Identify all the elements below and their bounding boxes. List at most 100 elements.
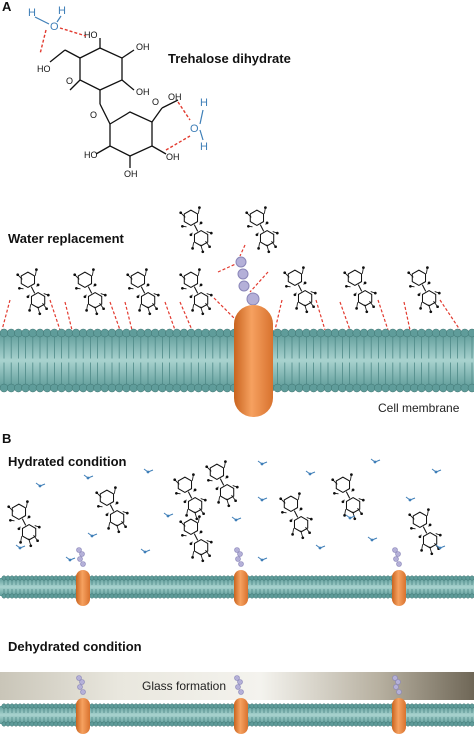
glycan-bead xyxy=(393,684,399,690)
lipid-head xyxy=(445,575,451,581)
lipid-head xyxy=(446,383,455,393)
lipid-head xyxy=(181,721,187,727)
lipid-head xyxy=(201,703,207,709)
lipid-head xyxy=(78,383,88,393)
water-molecule-right: H O H xyxy=(190,97,208,153)
lipid-head xyxy=(137,703,143,709)
lipid-head xyxy=(53,721,59,727)
lipid-head xyxy=(365,703,371,709)
lipid-head xyxy=(101,721,107,727)
lipid-head xyxy=(86,383,95,393)
lipid-head xyxy=(157,575,163,581)
lipid-head xyxy=(28,328,38,338)
membrane-protein xyxy=(234,570,248,606)
lipid-head xyxy=(29,575,35,581)
water-molecules-b xyxy=(15,458,446,562)
lipid-head xyxy=(261,575,267,581)
lipid-head xyxy=(309,703,315,709)
cell-membrane-label: Cell membrane xyxy=(378,401,460,415)
lipid-head xyxy=(105,703,111,709)
lipid-head xyxy=(249,575,255,581)
lipid-head xyxy=(222,328,232,338)
lipid-head xyxy=(429,575,435,581)
lipid-head xyxy=(5,593,11,599)
lipid-head xyxy=(253,593,259,599)
lipid-head xyxy=(21,721,27,727)
lipid-head xyxy=(17,703,23,709)
lipid-head xyxy=(25,721,31,727)
lipid-head xyxy=(13,575,19,581)
lipid-head xyxy=(205,703,211,709)
lipid-head xyxy=(205,593,211,599)
lipid-head xyxy=(469,593,474,599)
lipid-head xyxy=(1,703,7,709)
lipid-head xyxy=(345,703,351,709)
lipid-head xyxy=(281,703,287,709)
lipid-head xyxy=(53,703,59,709)
lipid-head xyxy=(321,721,327,727)
lipid-head xyxy=(35,328,45,338)
lipid-head xyxy=(21,575,27,581)
lipid-head xyxy=(14,383,23,393)
lipid-head xyxy=(194,383,203,393)
trehalose-title: Trehalose dihydrate xyxy=(168,51,291,66)
water-icon xyxy=(163,512,174,518)
glycan-bead xyxy=(392,547,398,553)
lipid-head xyxy=(71,383,81,393)
lipid-head xyxy=(305,703,311,709)
lipid-head xyxy=(277,575,283,581)
glycan-chain xyxy=(235,256,260,306)
lipid-head xyxy=(369,703,375,709)
lipid-head xyxy=(113,575,119,581)
lipid-head xyxy=(9,575,15,581)
lipid-head xyxy=(35,383,45,393)
lipid-head xyxy=(313,703,319,709)
lipid-head xyxy=(352,383,362,393)
lipid-head xyxy=(366,328,376,338)
lipid-head xyxy=(21,383,30,393)
lipid-head xyxy=(229,721,235,727)
group-label: O xyxy=(152,97,159,107)
lipid-head xyxy=(29,593,35,599)
lipid-head xyxy=(309,593,315,599)
lipid-head xyxy=(57,383,66,393)
membrane-protein xyxy=(234,305,273,417)
lipid-head xyxy=(429,593,435,599)
lipid-head xyxy=(281,593,287,599)
lipid-head xyxy=(107,328,117,338)
lipid-head xyxy=(445,721,451,727)
lipid-head xyxy=(269,575,275,581)
lipid-head xyxy=(417,721,423,727)
lipid-head xyxy=(341,575,347,581)
lipid-head xyxy=(461,703,467,709)
lipid-head xyxy=(157,721,163,727)
lipid-head xyxy=(413,593,419,599)
lipid-head xyxy=(457,721,463,727)
glycan-bead xyxy=(76,675,82,681)
lipid-head xyxy=(33,703,39,709)
lipid-head xyxy=(453,593,459,599)
lipid-head xyxy=(325,593,331,599)
lipid-head xyxy=(165,593,171,599)
lipid-head xyxy=(109,721,115,727)
lipid-head xyxy=(289,721,295,727)
lipid-head xyxy=(189,703,195,709)
lipid-head xyxy=(215,383,225,393)
lipid-head xyxy=(97,575,103,581)
lipid-head xyxy=(294,328,304,338)
lipid-head xyxy=(410,328,419,338)
lipid-head xyxy=(337,721,343,727)
lipid-head xyxy=(153,721,159,727)
lipid-head xyxy=(9,703,15,709)
lipid-head xyxy=(181,593,187,599)
lipid-head xyxy=(208,383,218,393)
lipid-head xyxy=(285,593,291,599)
lipid-head xyxy=(117,703,123,709)
lipid-head xyxy=(261,593,267,599)
lipid-head xyxy=(9,593,15,599)
lipid-head xyxy=(65,575,71,581)
group-label: HO xyxy=(84,30,98,40)
lipid-head xyxy=(141,703,147,709)
lipid-head xyxy=(429,703,435,709)
lipid-head xyxy=(141,575,147,581)
